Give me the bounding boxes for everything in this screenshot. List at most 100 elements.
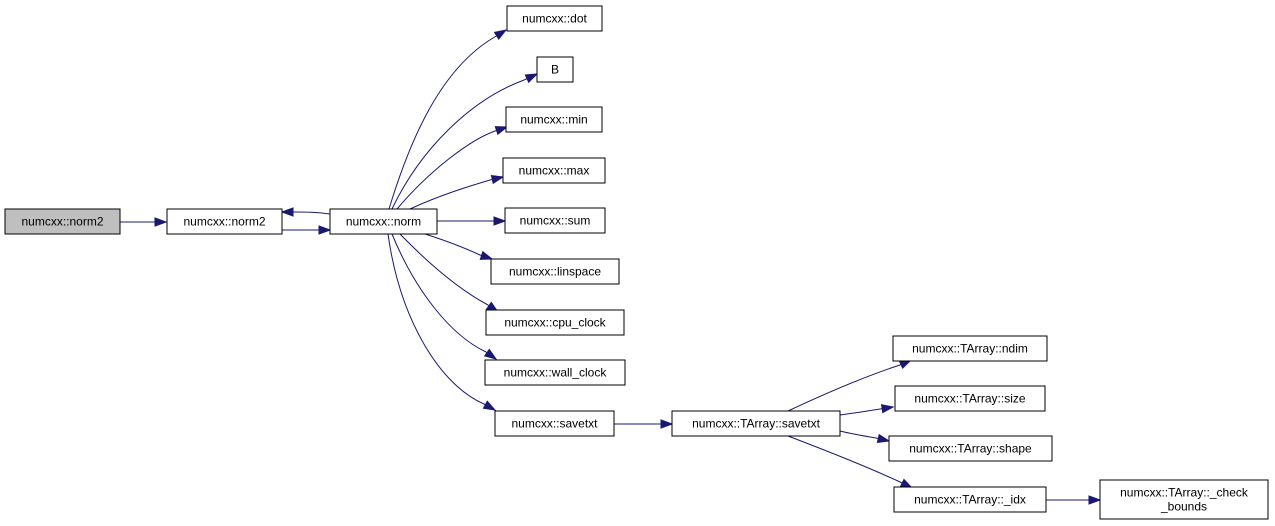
arrowhead-icon	[280, 207, 294, 217]
node-max[interactable]: numcxx::max	[502, 157, 606, 184]
arrowhead-icon	[318, 225, 332, 235]
node-box	[893, 486, 1047, 513]
edge-line	[409, 176, 504, 210]
edge-norm2_caller-to-norm2	[120, 217, 168, 227]
edge-line	[387, 233, 496, 411]
edge-norm-to-norm2	[280, 207, 331, 217]
edge-tarray_savetxt-to-tarray_shape	[839, 430, 891, 444]
edge-line	[282, 211, 331, 215]
node-norm2[interactable]: numcxx::norm2	[166, 208, 283, 235]
node-box	[329, 208, 438, 235]
arrowhead-icon	[493, 216, 507, 226]
arrowhead-icon	[490, 174, 505, 185]
arrowhead-icon	[483, 348, 498, 360]
node-label: numcxx::sum	[520, 214, 591, 228]
edge-line	[391, 73, 538, 210]
edge-norm2-to-norm	[281, 225, 332, 235]
node-box	[894, 385, 1046, 412]
node-savetxt[interactable]: numcxx::savetxt	[494, 410, 615, 437]
node-dot[interactable]: numcxx::dot	[506, 5, 603, 32]
edges-layer	[120, 29, 1102, 505]
arrowhead-icon	[493, 29, 508, 41]
edge-norm-to-linspace	[424, 233, 494, 260]
node-sum[interactable]: numcxx::sum	[504, 207, 606, 234]
node-label: numcxx::savetxt	[511, 417, 598, 431]
edge-tarray_idx-to-tarray_check_bounds	[1045, 495, 1102, 505]
node-label: numcxx::norm2	[21, 215, 103, 229]
node-box	[1099, 479, 1269, 520]
node-box	[490, 258, 620, 285]
edge-norm-to-B	[391, 73, 539, 210]
edge-line	[388, 29, 507, 210]
node-tarray-idx[interactable]: numcxx::TArray::_idx	[893, 486, 1047, 513]
node-tarray-shape[interactable]: numcxx::TArray::shape	[888, 435, 1053, 462]
node-norm[interactable]: numcxx::norm	[329, 208, 438, 235]
arrowhead-icon	[494, 126, 509, 136]
node-box	[4, 208, 121, 235]
node-min[interactable]: numcxx::min	[505, 106, 603, 133]
edge-norm-to-dot	[388, 29, 508, 210]
node-label: numcxx::norm2	[183, 215, 265, 229]
node-linspace[interactable]: numcxx::linspace	[490, 258, 620, 285]
node-label: numcxx::TArray::ndim	[912, 342, 1028, 356]
node-tarray-check-bounds[interactable]: numcxx::TArray::_check_bounds	[1099, 479, 1269, 520]
edge-norm-to-savetxt	[387, 233, 497, 411]
edge-line	[399, 233, 499, 313]
edge-norm-to-cpu_clock	[399, 233, 500, 313]
node-label: numcxx::TArray::shape	[909, 442, 1032, 456]
edge-tarray_savetxt-to-tarray_size	[839, 404, 895, 416]
node-B[interactable]: B	[536, 56, 574, 83]
edge-savetxt-to-tarray_savetxt	[614, 419, 674, 429]
node-cpu-clock[interactable]: numcxx::cpu_clock	[485, 309, 625, 336]
edge-line	[396, 126, 508, 210]
edge-line	[391, 233, 497, 360]
edge-line	[839, 406, 894, 416]
node-tarray-ndim[interactable]: numcxx::TArray::ndim	[892, 335, 1048, 362]
node-label: numcxx::dot	[522, 12, 587, 26]
arrowhead-icon	[880, 404, 895, 414]
node-box	[504, 207, 606, 234]
node-label: numcxx::norm	[346, 215, 421, 229]
edge-tarray_savetxt-to-tarray_ndim	[787, 359, 913, 412]
edge-norm-to-sum	[437, 216, 507, 226]
arrowhead-icon	[479, 250, 494, 260]
edge-norm-to-wall_clock	[391, 233, 498, 360]
node-norm2-caller: numcxx::norm2	[4, 208, 121, 235]
node-box	[484, 359, 626, 386]
node-box	[485, 309, 625, 336]
node-label: numcxx::TArray::savetxt	[692, 417, 820, 431]
node-label: _bounds	[1160, 500, 1207, 514]
edge-norm-to-min	[396, 126, 509, 210]
node-label: numcxx::min	[520, 113, 587, 127]
node-label: B	[551, 63, 559, 77]
node-box	[888, 435, 1053, 462]
edge-line	[839, 430, 890, 442]
node-label: numcxx::linspace	[509, 265, 601, 279]
edge-norm-to-max	[409, 174, 505, 210]
arrowhead-icon	[876, 433, 891, 444]
node-box	[505, 106, 603, 133]
edge-line	[787, 359, 912, 412]
arrowhead-icon	[524, 73, 539, 84]
node-tarray-savetxt[interactable]: numcxx::TArray::savetxt	[671, 410, 841, 437]
node-label: numcxx::cpu_clock	[504, 316, 606, 330]
node-wall-clock[interactable]: numcxx::wall_clock	[484, 359, 626, 386]
arrowhead-icon	[482, 400, 497, 411]
node-box	[506, 5, 603, 32]
node-box	[671, 410, 841, 437]
node-label: numcxx::TArray::_idx	[914, 493, 1026, 507]
edge-line	[424, 233, 493, 260]
node-label: numcxx::max	[519, 164, 590, 178]
node-box	[502, 157, 606, 184]
node-box	[166, 208, 283, 235]
node-label: numcxx::TArray::size	[914, 392, 1025, 406]
node-label: numcxx::TArray::_check	[1120, 486, 1249, 500]
node-label: numcxx::wall_clock	[504, 366, 608, 380]
node-tarray-size[interactable]: numcxx::TArray::size	[894, 385, 1046, 412]
node-box	[892, 335, 1048, 362]
arrowhead-icon	[1088, 495, 1102, 505]
arrowhead-icon	[660, 419, 674, 429]
node-box	[494, 410, 615, 437]
